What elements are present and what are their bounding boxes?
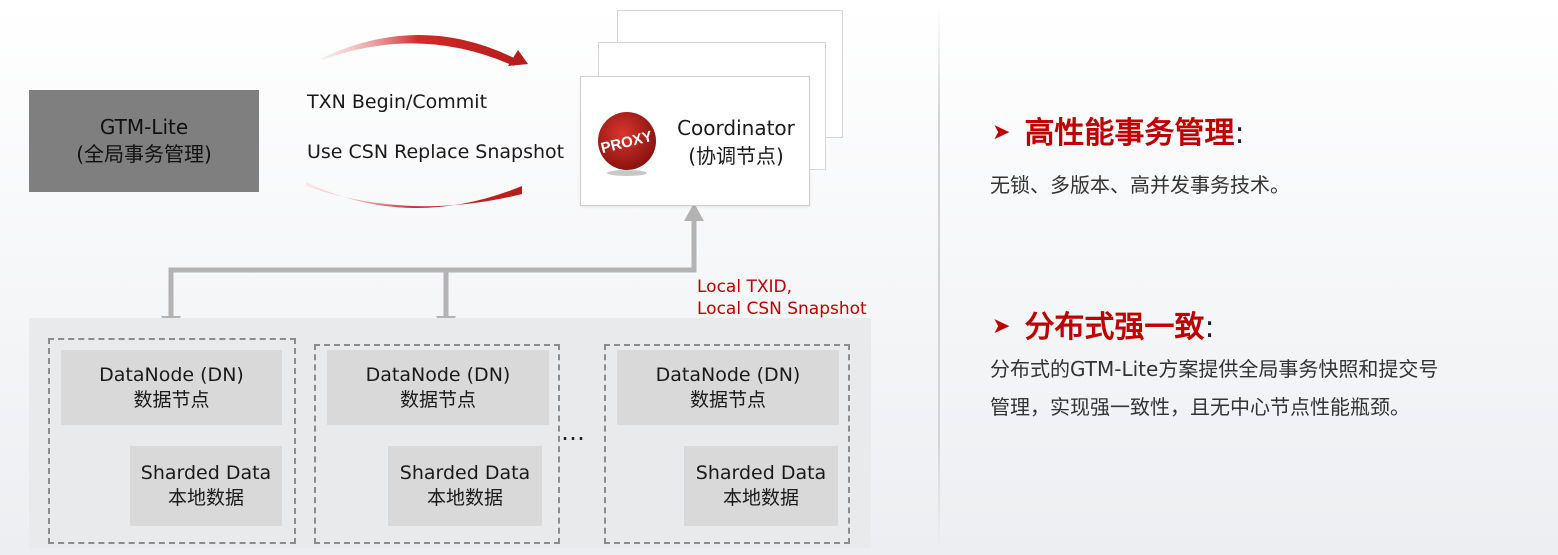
gtm-lite-node: GTM-Lite (全局事务管理) — [29, 90, 259, 192]
datanode-header: DataNode (DN) 数据节点 — [327, 350, 549, 425]
datanode-header: DataNode (DN) 数据节点 — [617, 350, 839, 425]
arc-top — [322, 35, 514, 66]
feature-desc-line: 管理，实现强一致性，且无中心节点性能瓶颈。 — [990, 395, 1410, 419]
arrow-bullet-icon: ➤ — [992, 120, 1011, 145]
sharded-data-box: Sharded Data 本地数据 — [130, 446, 282, 526]
datanode-group — [314, 344, 560, 544]
shard-title: Sharded Data — [695, 462, 827, 484]
datanode-subtitle: 数据节点 — [689, 388, 766, 411]
proxy-logo-icon: PROXY — [594, 109, 660, 181]
datanode-subtitle: 数据节点 — [133, 388, 210, 411]
datanode-title: DataNode (DN) — [655, 363, 801, 386]
coordinator-label: Coordinator (协调节点) — [670, 114, 802, 170]
gtm-lite-name: GTM-Lite — [99, 115, 189, 139]
feature-desc-line: 分布式的GTM-Lite方案提供全局事务快照和提交号 — [990, 357, 1439, 381]
vertical-divider — [938, 8, 940, 548]
datanode-subtitle: 数据节点 — [399, 388, 476, 411]
local-txid-line: Local TXID, — [697, 277, 793, 297]
coordinator-name: Coordinator — [677, 116, 795, 140]
feature-title-colon: : — [1204, 310, 1215, 345]
shard-title: Sharded Data — [140, 462, 272, 484]
arc-bottom — [306, 182, 522, 209]
csn-snapshot-label: Use CSN Replace Snapshot — [307, 141, 565, 163]
sharded-data-box: Sharded Data 本地数据 — [684, 446, 838, 526]
feature-title-high-performance: ➤ 高性能事务管理: — [992, 108, 1245, 152]
datanode-header: DataNode (DN) 数据节点 — [61, 350, 282, 425]
shard-title: Sharded Data — [399, 462, 531, 484]
feature-desc-line: 无锁、多版本、高并发事务技术。 — [990, 173, 1290, 197]
feature-desc-strong-consistency: 分布式的GTM-Lite方案提供全局事务快照和提交号 管理，实现强一致性，且无中… — [990, 350, 1438, 426]
feature-title-text: 高性能事务管理 — [1024, 116, 1235, 151]
feature-title-strong-consistency: ➤ 分布式强一致: — [992, 302, 1215, 346]
datanode-group — [604, 344, 850, 544]
feature-title-text: 分布式强一致 — [1024, 310, 1205, 345]
datanode-group — [48, 338, 296, 544]
gtm-lite-subtitle: (全局事务管理) — [76, 142, 212, 166]
shard-subtitle: 本地数据 — [722, 487, 799, 509]
more-nodes-ellipsis: … — [561, 418, 586, 446]
shard-subtitle: 本地数据 — [426, 487, 503, 509]
datanode-title: DataNode (DN) — [365, 363, 511, 386]
coordinator-subtitle: (协调节点) — [688, 144, 784, 168]
arrow-bullet-icon: ➤ — [992, 314, 1011, 339]
shard-subtitle: 本地数据 — [167, 487, 244, 509]
feature-desc-high-performance: 无锁、多版本、高并发事务技术。 — [990, 166, 1290, 204]
txn-begin-commit-label: TXN Begin/Commit — [307, 91, 488, 113]
datanode-title: DataNode (DN) — [99, 363, 244, 386]
feature-title-colon: : — [1234, 116, 1245, 151]
connector-lines — [168, 218, 697, 322]
local-csn-line: Local CSN Snapshot — [697, 299, 867, 319]
arc-top-arrowhead — [508, 50, 528, 66]
local-txid-note: Local TXID, Local CSN Snapshot — [697, 276, 867, 320]
sharded-data-box: Sharded Data 本地数据 — [388, 446, 542, 526]
